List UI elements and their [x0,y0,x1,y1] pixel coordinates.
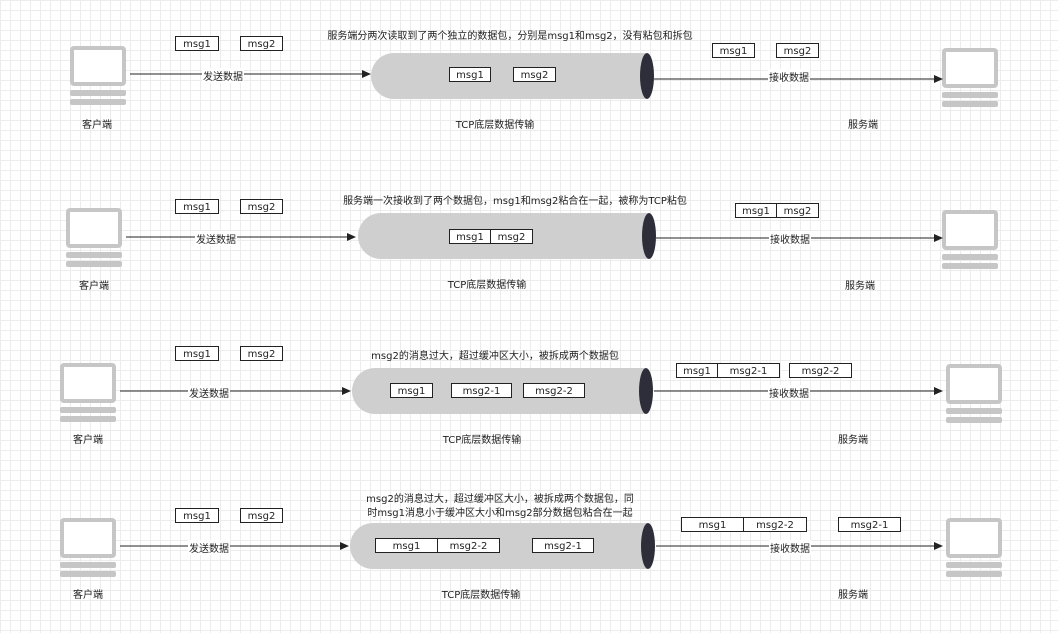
server-msg-box: msg2 [776,43,819,58]
server-msg-box: msg1 [712,43,755,58]
server-computer-icon [940,209,1000,271]
server-msg-box: msg1 [681,517,744,532]
receive-label: 接收数据 [769,231,811,246]
server-msg-box: msg2-2 [789,363,852,378]
arrows [120,542,943,550]
server-msg-box: msg2-1 [838,517,901,532]
client-msg-box: msg2 [240,346,283,361]
client-computer-icon [58,362,118,424]
send-label: 发送数据 [188,385,230,400]
scenario-title-line-1: msg2的消息过大，超过缓冲区大小，被拆成两个数据包，同 [366,494,634,505]
scenario-title: 服务端分两次读取到了两个独立的数据包，分别是msg1和msg2，没有粘包和拆包 [327,31,693,42]
client-computer-icon [58,517,118,579]
server-label: 服务端 [838,435,868,446]
tcp-pipe-end [640,53,654,99]
arrows [120,387,943,395]
client-msg-box: msg2 [240,36,283,51]
client-label: 客户端 [73,590,103,601]
scenario-2: 服务端一次接收到了两个数据包，msg1和msg2粘合在一起，被称为TCP粘包 客… [0,160,1058,310]
server-computer-icon [940,47,1000,109]
tcp-pipe-end [642,213,656,259]
client-msg-box: msg1 [175,199,219,214]
server-label: 服务端 [838,590,868,601]
pipe-msg-box: msg1 [390,383,433,398]
client-msg-box: msg2 [240,508,283,523]
pipe-msg-box: msg1 [375,538,438,553]
server-msg-box: msg2-1 [717,363,780,378]
client-label: 客户端 [79,281,109,292]
client-computer-icon [68,45,128,107]
tcp-pipe-end [641,523,655,569]
pipe-msg-box: msg2-1 [532,538,594,553]
tcp-pipe-end [639,368,653,414]
pipe-label: TCP底层数据传输 [442,435,522,446]
server-msg-box: msg2 [776,203,819,218]
pipe-msg-box: msg1 [449,67,491,82]
scenario-title-line-2: 时msg1消息小于缓冲区大小和msg2部分数据包粘合在一起 [367,508,633,519]
client-msg-box: msg1 [175,346,219,361]
client-msg-box: msg1 [175,36,219,51]
pipe-label: TCP底层数据传输 [447,280,527,291]
send-label: 发送数据 [202,68,244,83]
scenario-title: msg2的消息过大，超过缓冲区大小，被拆成两个数据包 [371,351,619,362]
receive-label: 接收数据 [768,69,810,84]
scenario-4: msg2的消息过大，超过缓冲区大小，被拆成两个数据包，同 时msg1消息小于缓冲… [0,470,1058,633]
scenario-3: msg2的消息过大，超过缓冲区大小，被拆成两个数据包 客户端 msg1 msg2… [0,315,1058,465]
client-label: 客户端 [73,435,103,446]
server-label: 服务端 [845,281,875,292]
receive-label: 接收数据 [768,385,810,400]
pipe-msg-box: msg2-1 [451,383,512,398]
server-computer-icon [944,363,1004,425]
client-label: 客户端 [82,120,112,131]
send-label: 发送数据 [195,231,237,246]
client-computer-icon [64,207,124,269]
server-computer-icon [944,517,1004,579]
server-msg-box: msg2-2 [743,517,807,532]
arrows [126,233,943,242]
scenario-1: 服务端分两次读取到了两个独立的数据包，分别是msg1和msg2，没有粘包和拆包 … [0,0,1058,150]
pipe-label: TCP底层数据传输 [441,590,521,601]
arrows [130,70,943,83]
client-msg-box: msg1 [175,508,219,523]
pipe-msg-box: msg2-2 [523,383,585,398]
scenario-title: 服务端一次接收到了两个数据包，msg1和msg2粘合在一起，被称为TCP粘包 [343,196,687,207]
pipe-label: TCP底层数据传输 [455,120,535,131]
send-label: 发送数据 [188,540,230,555]
client-msg-box: msg2 [240,199,283,214]
tcp-pipe [371,53,647,99]
server-label: 服务端 [848,120,878,131]
server-msg-box: msg1 [676,363,718,378]
receive-label: 接收数据 [769,540,811,555]
pipe-msg-box: msg2 [513,67,556,82]
pipe-msg-box: msg2 [490,229,533,244]
pipe-msg-box: msg2-2 [437,538,500,553]
